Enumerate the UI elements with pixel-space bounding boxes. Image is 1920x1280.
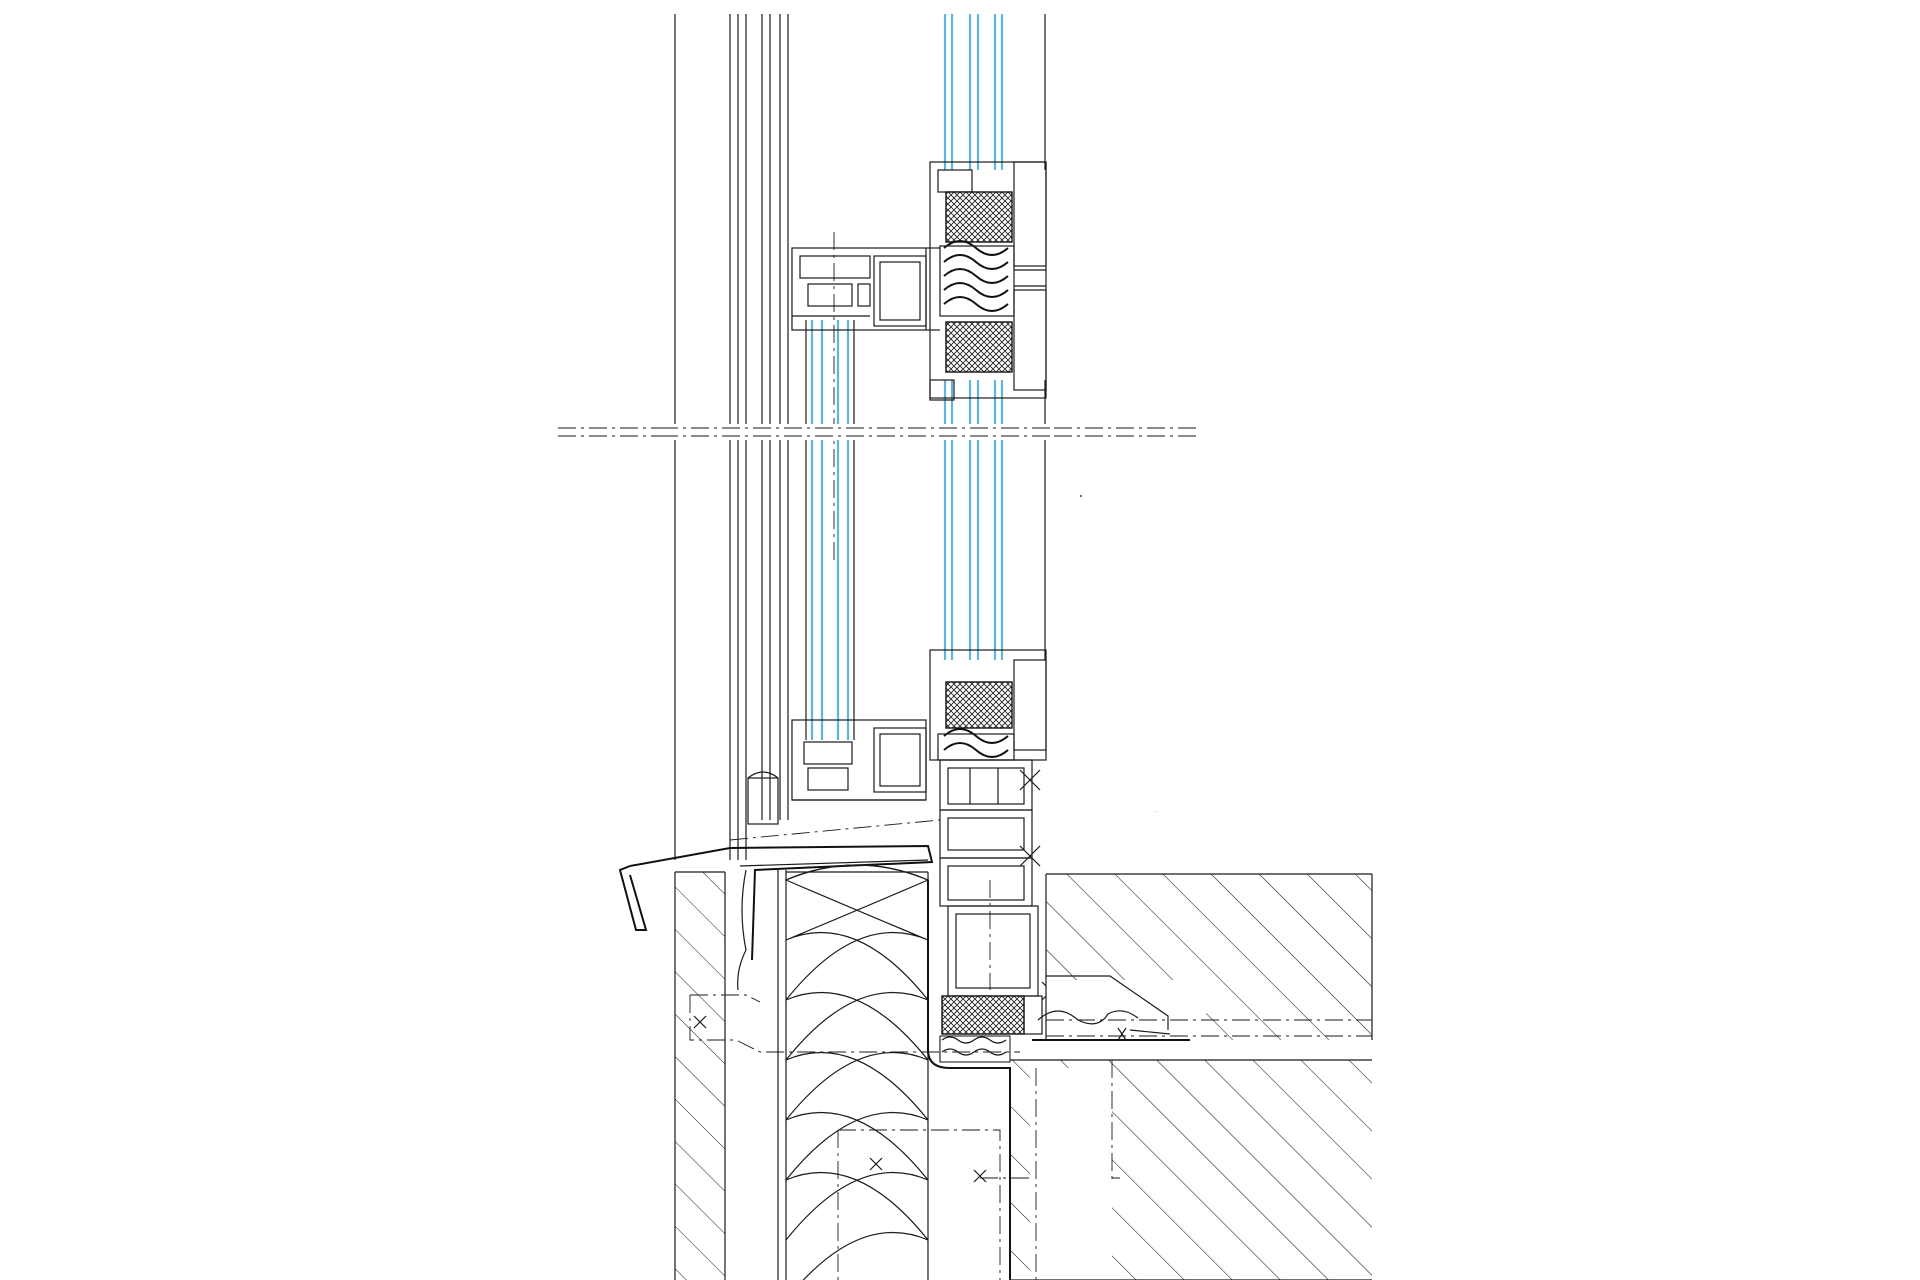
outer-cladding — [674, 870, 787, 1280]
inner-wall-edge — [927, 880, 1011, 1280]
lower-sash-profile — [747, 719, 927, 825]
sill-flashing — [618, 819, 941, 991]
insulation-layer — [784, 864, 930, 1280]
upper-sash-profile — [791, 232, 940, 560]
secondary-glazing — [805, 320, 855, 740]
reference-markers: . — [1080, 495, 1157, 814]
upper-transom-node — [929, 161, 1047, 401]
sill-profile-stack — [939, 759, 1061, 1035]
floor-slab — [1032, 873, 1373, 1041]
svg-text:.: . — [1155, 808, 1157, 814]
structural-slab — [1010, 1019, 1372, 1280]
lower-transom-node — [929, 649, 1047, 761]
break-lines — [558, 424, 1196, 440]
